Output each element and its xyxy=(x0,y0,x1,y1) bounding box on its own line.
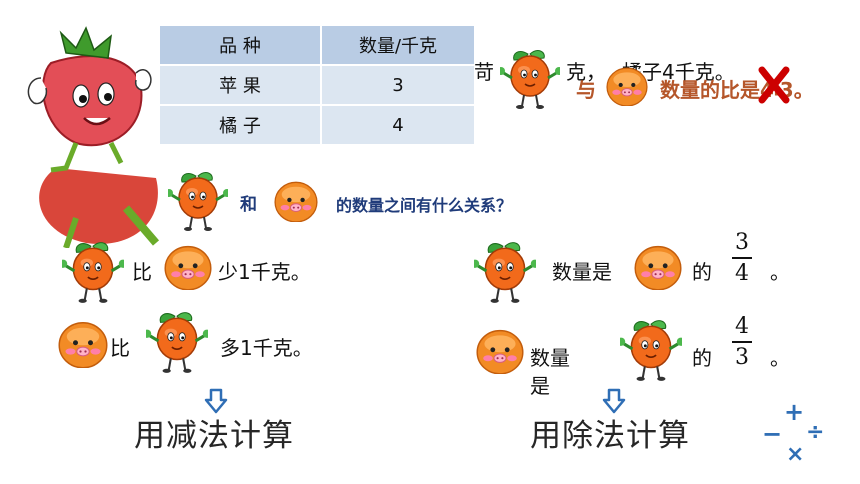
question-text: 的数量之间有什么关系？ xyxy=(336,196,513,215)
fraction-numerator: 3 xyxy=(735,230,749,255)
right-line1-quantity-is: 数量是 xyxy=(552,260,612,284)
apple-character-icon xyxy=(164,244,212,291)
apple-character-icon xyxy=(274,180,318,223)
orange-character-icon xyxy=(163,170,233,234)
data-table-wrapper: 品 种 数量/千克 苹 果 3 橘 子 4 xyxy=(158,24,476,158)
orange-character-icon xyxy=(469,240,541,306)
apple-character-icon xyxy=(606,66,648,107)
fraction-numerator: 4 xyxy=(735,314,749,339)
question-and: 和 xyxy=(240,195,257,215)
wrong-statement-start: 与 xyxy=(576,78,596,102)
right-line2-of: 的 xyxy=(692,346,712,370)
right-line2-period: 。 xyxy=(770,346,790,370)
table-cell: 橘 子 xyxy=(158,104,322,146)
left-line2-compare: 比 xyxy=(110,336,130,360)
apple-character-icon xyxy=(634,244,682,291)
down-arrow-icon xyxy=(204,388,228,414)
right-line1-of: 的 xyxy=(692,260,712,284)
times-icon: × xyxy=(786,442,805,467)
minus-icon: − xyxy=(762,420,783,448)
left-line1-result: 少1千克。 xyxy=(218,260,311,284)
left-line2-result: 多1千克。 xyxy=(220,336,313,360)
fraction-bar xyxy=(732,341,752,343)
top-fragment-b: 克， xyxy=(566,60,606,84)
table-row: 橘 子 4 xyxy=(158,104,476,146)
left-line1-compare: 比 xyxy=(132,260,152,284)
divide-icon: ÷ xyxy=(806,420,825,445)
data-table: 品 种 数量/千克 苹 果 3 橘 子 4 xyxy=(158,24,476,146)
table-cell: 苹 果 xyxy=(158,64,322,106)
plus-icon: + xyxy=(784,398,805,426)
fraction-three-fourths: 3 4 xyxy=(732,230,752,286)
table-cell: 4 xyxy=(320,104,476,146)
fraction-bar xyxy=(732,257,752,259)
orange-character-icon xyxy=(495,48,565,112)
table-header-quantity: 数量/千克 xyxy=(320,24,476,66)
orange-character-icon xyxy=(57,240,129,306)
subtraction-method: 用减法计算 xyxy=(134,418,294,454)
table-header-variety: 品 种 xyxy=(158,24,322,66)
right-line2-is: 是 xyxy=(530,374,550,398)
orange-character-icon xyxy=(141,310,213,376)
fraction-denominator: 3 xyxy=(735,345,749,370)
fraction-denominator: 4 xyxy=(735,261,749,286)
cross-mark-icon xyxy=(756,64,792,106)
down-arrow-icon xyxy=(602,388,626,414)
table-cell: 3 xyxy=(320,64,476,106)
fraction-four-thirds: 4 3 xyxy=(732,314,752,370)
top-fragment-a: 苛 xyxy=(474,60,494,84)
strawberry-character xyxy=(16,18,191,249)
apple-character-icon xyxy=(58,320,108,369)
apple-character-icon xyxy=(476,328,524,375)
right-line2-quantity: 数量 xyxy=(530,346,570,370)
table-row: 苹 果 3 xyxy=(158,64,476,106)
right-line1-period: 。 xyxy=(770,260,790,284)
division-method: 用除法计算 xyxy=(530,418,690,454)
table-header-row: 品 种 数量/千克 xyxy=(158,24,476,66)
orange-character-icon xyxy=(615,318,687,384)
